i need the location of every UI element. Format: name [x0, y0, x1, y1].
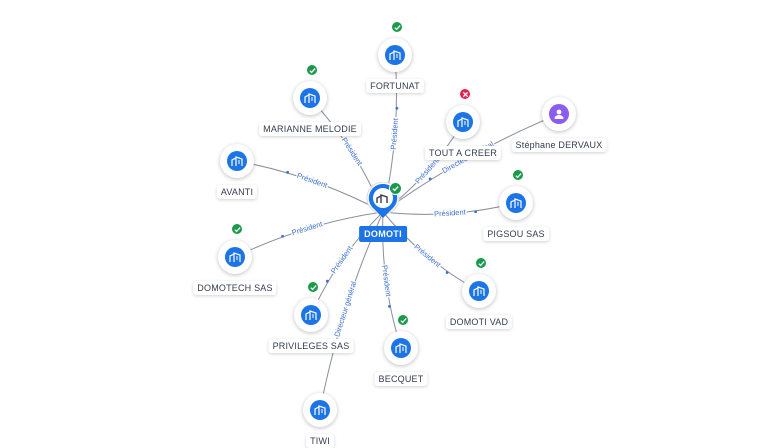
building-icon: [227, 151, 247, 171]
node-label: DOMOTI VAD: [445, 315, 513, 329]
person-icon: [549, 104, 569, 124]
building-icon: [453, 112, 473, 132]
building-icon: [506, 193, 526, 213]
node-label: DOMOTECH SAS: [193, 281, 277, 295]
node-label: AVANTI: [216, 185, 258, 199]
edge-arrow: [286, 170, 290, 174]
edge-label: Président: [434, 207, 467, 218]
edge-center-domotech: [234, 211, 384, 258]
check-badge-icon: [389, 182, 402, 195]
node-circle[interactable]: [499, 169, 533, 220]
building-icon: [385, 45, 405, 65]
check-badge-icon: [307, 281, 319, 293]
edge-arrow: [474, 210, 478, 214]
node-circle[interactable]: [462, 257, 496, 308]
node-label: TOUT A CREER: [424, 146, 502, 160]
edge-label: Président: [291, 219, 325, 237]
edge-label: Directeur général: [332, 280, 358, 338]
check-badge-icon: [397, 314, 409, 326]
center-node-label: DOMOTI: [359, 226, 407, 242]
edge-arrow: [325, 279, 329, 283]
building-icon: [469, 281, 489, 301]
edge-label: Président: [380, 264, 393, 297]
building-icon: [300, 88, 320, 108]
node-label: PRIVILEGES SAS: [268, 339, 354, 353]
node-circle[interactable]: [542, 97, 576, 131]
node-circle[interactable]: [303, 393, 337, 427]
node-label: BECQUET: [374, 372, 428, 386]
node-label: TIWI: [306, 434, 334, 448]
node-circle[interactable]: [294, 281, 328, 332]
check-badge-icon: [391, 21, 403, 33]
edge-label: Président: [389, 117, 400, 150]
edge-arrow: [428, 177, 432, 181]
node-circle[interactable]: [293, 64, 327, 115]
check-badge-icon: [306, 64, 318, 76]
check-badge-icon: [475, 257, 487, 269]
edges-layer: PrésidentPrésidentPrésidentPrésidentPrés…: [234, 54, 560, 411]
node-circle[interactable]: [220, 144, 254, 178]
node-circle[interactable]: [218, 223, 252, 274]
building-icon: [310, 400, 330, 420]
node-circle[interactable]: [378, 21, 412, 72]
edge-center-avanti: [236, 160, 384, 213]
building-icon: [391, 338, 411, 358]
edge-label: Président: [412, 242, 443, 270]
edge-arrow: [395, 106, 399, 110]
node-circle[interactable]: [384, 314, 418, 365]
edge-arrow: [281, 234, 284, 238]
node-circle[interactable]: [446, 88, 480, 139]
check-badge-icon: [512, 169, 524, 181]
node-label: MARIANNE MELODIE: [259, 122, 361, 136]
node-label: FORTUNAT: [366, 79, 424, 93]
check-badge-icon: [231, 223, 243, 235]
cross-badge-icon: [459, 88, 471, 100]
building-icon: [225, 247, 245, 267]
node-label: PIGSOU SAS: [483, 227, 549, 241]
building-icon: [301, 305, 321, 325]
edge-label: Président: [340, 136, 365, 168]
edge-arrow: [388, 304, 391, 308]
edge-label: Président: [329, 243, 355, 275]
edge-label: Président: [296, 171, 330, 190]
node-label: Stéphane DERVAUX: [511, 138, 607, 152]
edge-arrow: [445, 271, 449, 274]
